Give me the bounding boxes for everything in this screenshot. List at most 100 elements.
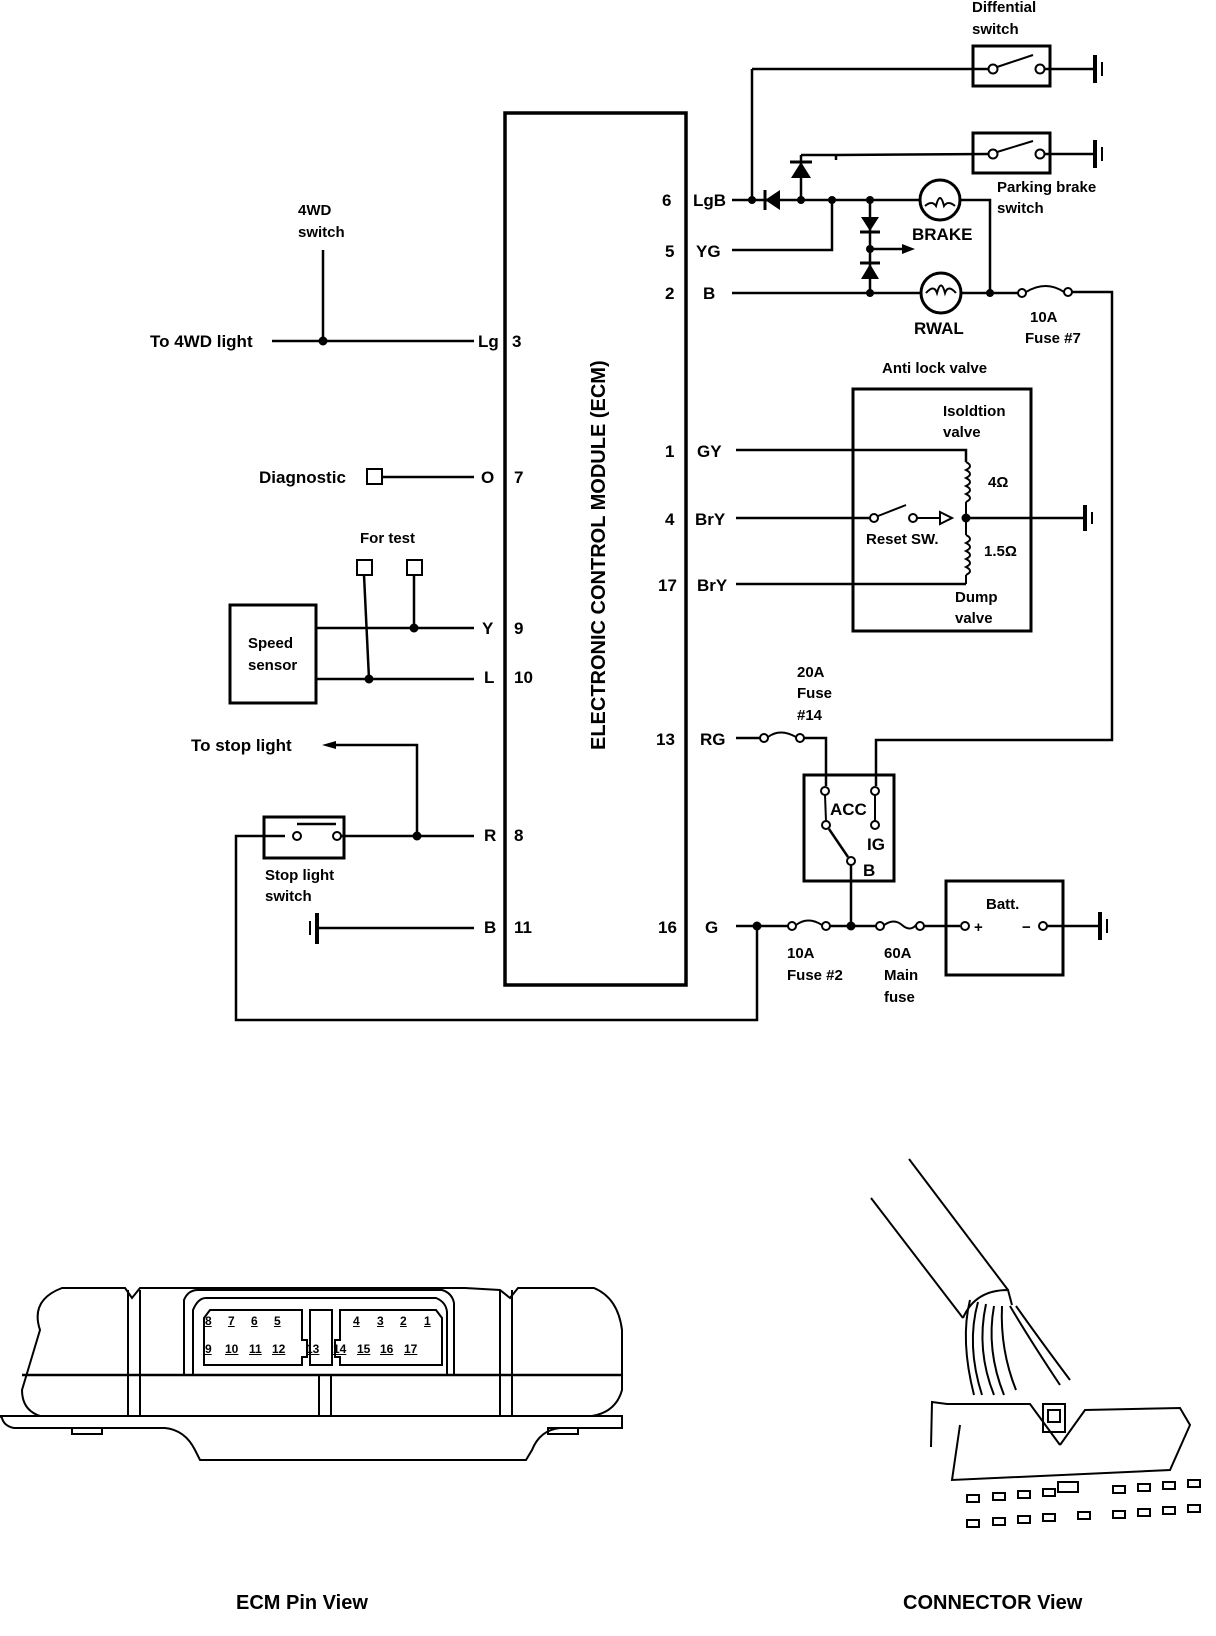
- connector-view-caption: CONNECTOR View: [903, 1592, 1083, 1614]
- ecm-pin-view-caption: ECM Pin View: [236, 1592, 368, 1614]
- pin-wire-y: Y: [482, 619, 494, 638]
- pin-num-1: 1: [665, 442, 674, 461]
- pin-num-6: 6: [662, 191, 671, 210]
- fuse-2-amps: 10A: [787, 945, 815, 962]
- main-fuse-icon: [875, 920, 925, 931]
- to-4wd-light-label: To 4WD light: [150, 332, 253, 351]
- fuse-14-icon: [759, 731, 805, 743]
- pin-label: 6: [251, 1314, 258, 1328]
- stop-light-switch-label-2: switch: [265, 888, 312, 905]
- fuse-2-label: Fuse #2: [787, 967, 843, 984]
- pin-wire-b-left: B: [484, 918, 496, 937]
- pin-label: 2: [400, 1314, 407, 1328]
- pin-num-8: 8: [514, 826, 523, 845]
- pin-label: 8: [205, 1314, 212, 1328]
- dump-ohms: 1.5Ω: [984, 543, 1017, 560]
- ground-icon: [1093, 55, 1103, 83]
- ground-icon: [1098, 912, 1108, 940]
- ignition-b-label: B: [863, 861, 875, 880]
- pin-label: 3: [377, 1314, 384, 1328]
- pin-label: 14: [333, 1342, 347, 1356]
- fuse-7-amps: 10A: [1030, 309, 1058, 326]
- differential-switch-label: Diffential: [972, 0, 1036, 16]
- pin-wire-rg: RG: [700, 730, 726, 749]
- main-fuse-amps: 60A: [884, 945, 912, 962]
- pin-wire-bry-4: BrY: [695, 510, 726, 529]
- pin-num-16: 16: [658, 918, 677, 937]
- pin-label: 1: [424, 1314, 431, 1328]
- brake-lamp-label: BRAKE: [912, 225, 972, 244]
- pin-label: 13: [306, 1342, 320, 1356]
- ground-icon: [1083, 505, 1093, 531]
- pin-wire-g: G: [705, 918, 718, 937]
- battery-minus: −: [1022, 919, 1031, 936]
- isolation-coil-icon: [963, 461, 971, 518]
- ground-icon: [309, 913, 319, 944]
- pin-num-9: 9: [514, 619, 523, 638]
- pin-label: 12: [272, 1342, 286, 1356]
- diagnostic-label: Diagnostic: [259, 468, 346, 487]
- diagnostic-terminal: [366, 468, 383, 485]
- pin-label: 9: [205, 1342, 212, 1356]
- pin-num-17: 17: [658, 576, 677, 595]
- pin-wire-r: R: [484, 826, 496, 845]
- pin-wire-l: L: [484, 668, 494, 687]
- ignition-switch: ACC IG B: [802, 773, 896, 883]
- pin-num-2: 2: [665, 284, 674, 303]
- fuse-14-label: Fuse: [797, 685, 832, 702]
- for-test-label: For test: [360, 530, 415, 547]
- isolation-valve-label-2: valve: [943, 424, 981, 441]
- pin-num-4: 4: [665, 510, 675, 529]
- ecm-pin-view: [0, 1287, 623, 1461]
- connector-view-drawing: [870, 1158, 1192, 1493]
- dump-valve-label-2: valve: [955, 610, 993, 627]
- pin-num-11: 11: [514, 918, 532, 937]
- reset-switch-label: Reset SW.: [866, 531, 939, 548]
- pin-wire-lgb: LgB: [693, 191, 726, 210]
- fuse-2-icon: [787, 919, 831, 931]
- pin-label: 11: [249, 1342, 262, 1356]
- pin-label: 17: [404, 1342, 418, 1356]
- wire-stop-light: [336, 743, 419, 836]
- speed-sensor-label: Speed: [248, 635, 293, 652]
- dump-valve-label: Dump: [955, 589, 998, 606]
- pin-num-10: 10: [514, 668, 533, 687]
- pin-wire-lg: Lg: [478, 332, 499, 351]
- wire-stop-switch-feed: [234, 834, 759, 1022]
- fuse-14-amps: 20A: [797, 664, 825, 681]
- differential-switch: Diffential switch: [971, 0, 1052, 88]
- ecm-right-pins: 6 LgB 5 YG 2 B 1 GY 4 BrY 17 BrY 13 RG 1…: [656, 191, 728, 937]
- reset-switch-icon: [869, 504, 955, 526]
- isolation-ohms: 4Ω: [988, 474, 1008, 491]
- fuse-7-label: Fuse #7: [1025, 330, 1081, 347]
- pin-wire-bry-17: BrY: [697, 576, 728, 595]
- 4wd-switch-label-2: switch: [298, 224, 345, 241]
- test-terminal-1: [356, 559, 373, 576]
- wire-ig-feed: [874, 290, 1114, 786]
- diode-icon: [860, 261, 880, 279]
- battery: Batt. + −: [944, 879, 1065, 977]
- ecm-left-pins: Lg 3 O 7 Y 9 L 10 R 8 B 11: [478, 332, 533, 937]
- ecm-module: ELECTRONIC CONTROL MODULE (ECM): [503, 111, 688, 987]
- ignition-acc-label: ACC: [830, 800, 867, 819]
- parking-brake-label: Parking brake: [997, 179, 1096, 196]
- rwal-lamp-label: RWAL: [914, 319, 964, 338]
- fuse-7-icon: [1017, 285, 1073, 298]
- differential-switch-label-2: switch: [972, 21, 1019, 38]
- diode-icon: [763, 190, 780, 210]
- pin-label: 10: [225, 1342, 239, 1356]
- rwal-lamp-icon: [919, 271, 963, 315]
- pin-wire-yg: YG: [696, 242, 721, 261]
- diode-icon: [860, 217, 880, 234]
- stop-light-switch: Stop light switch: [262, 815, 346, 905]
- ignition-ig-label: IG: [867, 835, 885, 854]
- main-fuse-label-2: fuse: [884, 989, 915, 1006]
- connector-cavities: [966, 1479, 1201, 1528]
- pin-wire-b-right: B: [703, 284, 715, 303]
- parking-brake-switch: Parking brake switch: [971, 131, 1096, 217]
- ecm-pin-grid: 8 7 6 5 4 3 2 1 9 10 11 12 13 14 15 16 1…: [200, 1314, 440, 1364]
- pin-label: 7: [228, 1314, 235, 1328]
- speed-sensor: Speed sensor: [228, 603, 318, 705]
- ecm-title: ELECTRONIC CONTROL MODULE (ECM): [588, 360, 610, 750]
